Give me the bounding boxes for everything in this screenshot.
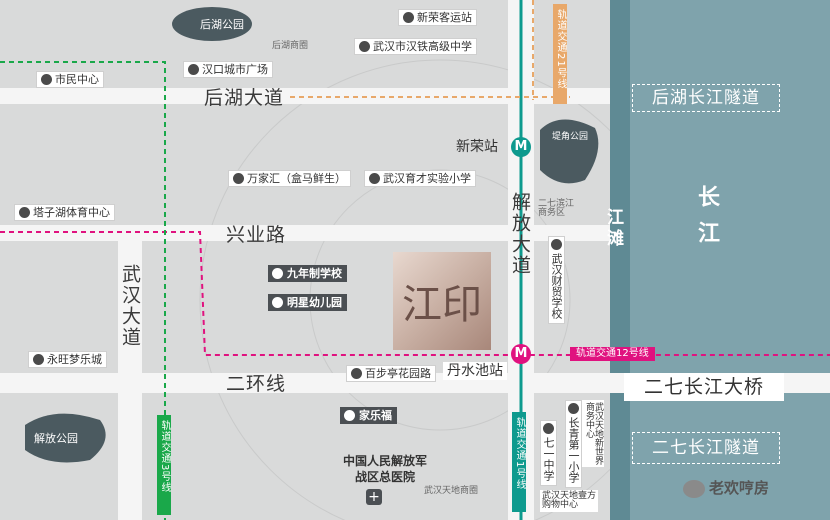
- jiangtan-strip: [610, 0, 630, 520]
- project-logo-text: 江印: [402, 282, 482, 328]
- poi-text: 长青第一小学: [567, 417, 580, 483]
- poi-tiandi-huiyuan: 武汉天地壹方 购物中心: [540, 490, 599, 512]
- yangtze-river: [628, 0, 830, 520]
- poi-yucai-school[interactable]: 武汉育才实验小学: [364, 170, 476, 187]
- river-label: 长江: [694, 185, 719, 257]
- school-icon: [359, 41, 370, 52]
- jiefang-lake: [25, 413, 106, 463]
- erqi-tunnel: 二七长江隧道: [632, 432, 780, 464]
- line12-track: [0, 231, 830, 356]
- poi-caimao-school[interactable]: 武汉财贸学校: [548, 236, 565, 324]
- poi-text: 永旺梦乐城: [47, 353, 102, 366]
- poi-jiefang-park: 解放公园: [34, 432, 78, 445]
- poi-shimin-center[interactable]: 市民中心: [36, 71, 104, 88]
- wechat-icon: [683, 479, 705, 498]
- poi-tiandi-biz: 武汉天地商圈: [424, 486, 479, 496]
- school-icon: [272, 297, 283, 308]
- road-label-jiefang: 解放大道: [509, 192, 531, 276]
- poi-baibu-garden[interactable]: 百步亭花园路: [346, 365, 436, 382]
- poi-text: 武汉育才实验小学: [383, 172, 471, 185]
- wuhan-road: [118, 230, 142, 520]
- line12-tag: 轨道交通12号线: [570, 347, 655, 361]
- road-label-wuhan: 武汉大道: [119, 264, 141, 348]
- poi-tiandi-xinyuan: 武汉天地新世界 商务中心: [582, 400, 604, 467]
- poi-qi-school[interactable]: 七一中学: [540, 420, 557, 486]
- hospital-icon: +: [366, 489, 382, 505]
- erqi-bridge: 二七长江大桥: [624, 373, 784, 401]
- poi-text: 七一中学: [542, 437, 555, 481]
- poi-corner-park: 堤角公园: [552, 132, 589, 142]
- poi-pin-icon: [344, 410, 355, 421]
- road-label-houhu: 后湖大道: [204, 87, 285, 109]
- poi-pin-icon: [19, 207, 30, 218]
- watermark-text: 老欢哼房: [709, 479, 770, 497]
- poi-text: 汉口城市广场: [202, 63, 268, 76]
- poi-tazihu[interactable]: 塔子湖体育中心: [14, 204, 115, 221]
- school-icon: [272, 268, 283, 279]
- poi-hanqiao-school[interactable]: 武汉市汉铁高级中学: [354, 38, 477, 55]
- poi-text: 武汉财贸学校: [550, 253, 563, 319]
- line3-track: [0, 61, 166, 520]
- school-icon: [543, 423, 554, 434]
- metro-icon[interactable]: M: [511, 137, 531, 157]
- road-label-xingye: 兴业路: [226, 224, 287, 246]
- metro-icon[interactable]: M: [511, 344, 531, 364]
- line3-tag: 轨道交通3号线: [157, 415, 171, 515]
- xingye-road: [0, 225, 610, 241]
- poi-wanjiahui[interactable]: 万家汇（盒马鲜生）: [228, 170, 351, 187]
- erhuan-road: [0, 373, 830, 393]
- project-logo[interactable]: 江印: [393, 252, 491, 350]
- poi-text: 明星幼儿园: [287, 296, 342, 309]
- poi-xinrong-bus[interactable]: 新荣客运站: [398, 9, 477, 26]
- poi-hospital: 中国人民解放军 战区总医院: [343, 454, 428, 484]
- poi-text: 万家汇（盒马鲜生）: [247, 172, 346, 185]
- road-label-erhuan: 二环线: [226, 373, 287, 395]
- poi-pin-icon: [233, 173, 244, 184]
- poi-pin-icon: [188, 64, 199, 75]
- poi-jiunian-school[interactable]: 九年制学校: [268, 265, 347, 282]
- school-icon: [369, 173, 380, 184]
- poi-text: 家乐福: [359, 409, 392, 422]
- watermark: 老欢哼房: [683, 475, 769, 501]
- poi-jialefu[interactable]: 家乐福: [340, 407, 397, 424]
- poi-text: 新荣客运站: [417, 11, 472, 24]
- poi-pin-icon: [403, 12, 414, 23]
- poi-pin-icon: [351, 368, 362, 379]
- poi-houhu-park: 后湖公园: [200, 18, 244, 31]
- poi-yongwang[interactable]: 永旺梦乐城: [28, 351, 107, 368]
- jiangtan-label: 江滩: [603, 208, 623, 250]
- poi-text: 百步亭花园路: [365, 367, 431, 380]
- poi-houhu-mall: 后湖商圈: [272, 41, 309, 51]
- houhu-road: [0, 88, 610, 104]
- poi-changtou-school[interactable]: 长青第一小学: [565, 400, 582, 488]
- poi-text: 塔子湖体育中心: [33, 206, 110, 219]
- station-danshuichi: 丹水池站: [443, 362, 507, 380]
- poi-mingxing-kinder[interactable]: 明星幼儿园: [268, 294, 347, 311]
- station-xinrong: 新荣站: [456, 139, 498, 155]
- poi-pin-icon: [33, 354, 44, 365]
- poi-hankou-plaza[interactable]: 汉口城市广场: [183, 61, 273, 78]
- houhu-lake: [172, 7, 252, 41]
- dijiao-lake: [540, 119, 599, 184]
- line21-tag: 轨道交通21号线: [553, 4, 567, 104]
- poi-text: 九年制学校: [287, 267, 342, 280]
- poi-pin-icon: [41, 74, 52, 85]
- poi-text: 武汉市汉铁高级中学: [373, 40, 472, 53]
- poi-erqi-biz: 二七滨江 商务区: [538, 199, 575, 218]
- school-icon: [568, 403, 579, 414]
- poi-text: 市民中心: [55, 73, 99, 86]
- houhu-tunnel: 后湖长江隧道: [632, 84, 780, 112]
- line1-tag: 轨道交通1号线: [512, 412, 526, 512]
- school-icon: [551, 239, 562, 250]
